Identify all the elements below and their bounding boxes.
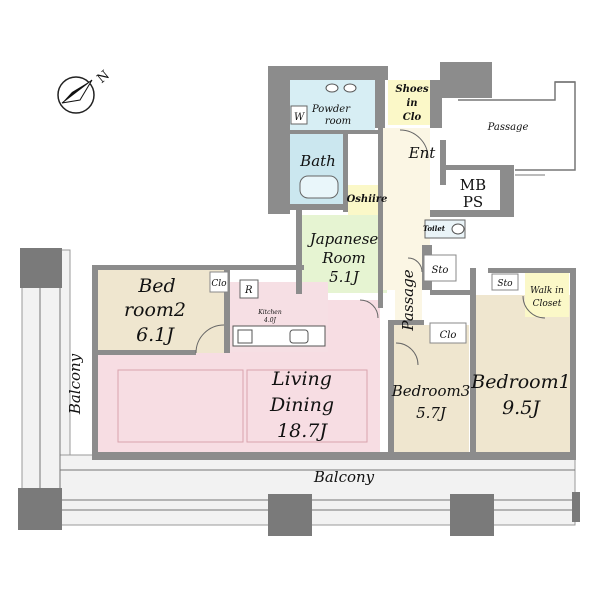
bedroom2-label-1: Bed — [137, 275, 175, 297]
balcony-area — [18, 248, 580, 536]
pillar — [450, 494, 494, 536]
bedroom1 — [476, 295, 572, 452]
clo-bedroom3-label: Clo — [440, 330, 457, 341]
japanese-room-label-3: 5.1J — [329, 268, 360, 286]
washer-box — [290, 105, 308, 125]
bedroom2-label-2: room2 — [124, 299, 186, 321]
refrigerator-label: R — [244, 285, 253, 296]
powder-room-label-1: Powder — [311, 104, 351, 115]
pillar — [18, 488, 62, 530]
basin-icon — [343, 83, 357, 93]
bathtub — [299, 175, 339, 199]
pillar — [20, 248, 62, 288]
compass: N — [57, 68, 113, 114]
inner-passage — [380, 128, 430, 320]
walk-in-closet-label-2: Closet — [533, 299, 562, 309]
dining-outline — [117, 369, 244, 443]
walk-in-closet — [525, 272, 569, 317]
shoes-label-1: Shoes — [395, 84, 429, 95]
outer-passage — [458, 81, 576, 176]
japanese-room — [302, 215, 387, 293]
sink-icon — [289, 329, 309, 344]
toilet-icon — [451, 223, 465, 235]
japanese-room-label-2: Room — [321, 249, 366, 267]
walls — [92, 62, 576, 460]
storage-box — [491, 273, 519, 291]
bath-label: Bath — [299, 152, 336, 170]
pillar — [268, 494, 312, 536]
mb-label: MB — [460, 176, 486, 194]
entrance-label: Ent — [408, 144, 437, 162]
powder-room-label-2: room — [325, 116, 351, 127]
bedroom1-label-1: Bedroom1 — [470, 371, 570, 393]
pillar — [572, 492, 580, 522]
stove-icon — [237, 329, 253, 344]
bedroom2-label-3: 6.1J — [136, 324, 175, 346]
balcony-bottom-label: Balcony — [313, 468, 375, 486]
shoes-label-2: in — [406, 98, 417, 109]
oshiire-label: Oshiire — [347, 194, 388, 205]
kitchen-label-2: 4.0J — [263, 317, 277, 324]
basin-icon — [325, 83, 339, 93]
bedroom3-label-1: Bedroom3 — [391, 382, 471, 400]
toilet-label: Toilet — [423, 224, 446, 233]
balcony-left-label: Balcony — [66, 353, 84, 415]
refrigerator-box — [239, 279, 259, 299]
compass-label: N — [94, 68, 112, 87]
closet-box — [429, 322, 467, 344]
closet-box — [209, 271, 229, 293]
bedroom3-label-2: 5.7J — [416, 404, 447, 422]
clo-bedroom2-label: Clo — [211, 279, 227, 289]
washer-label: W — [294, 112, 305, 123]
living-dining-label-2: Dining — [269, 394, 334, 416]
living-dining-label-1: Living — [271, 368, 332, 390]
japanese-room-label-1: Japanese — [307, 230, 379, 248]
storage-box — [423, 254, 457, 282]
bedroom3 — [393, 325, 469, 452]
inner-passage-label: Passage — [399, 269, 417, 331]
living-outline — [246, 369, 368, 443]
outer-passage-label: Passage — [487, 122, 529, 133]
shoes-label-3: Clo — [403, 112, 422, 123]
ps-label: PS — [463, 193, 483, 211]
sto-center-label: Sto — [432, 265, 449, 276]
bedroom1-label-2: 9.5J — [502, 397, 541, 419]
walk-in-closet-label-1: Walk in — [530, 286, 564, 296]
living-dining-label-3: 18.7J — [277, 420, 328, 442]
kitchen-label-1: Kitchen — [257, 309, 282, 316]
bedroom2 — [96, 268, 226, 353]
sto-right-label: Sto — [497, 279, 513, 289]
doors — [195, 129, 546, 366]
shoes-in-closet — [388, 80, 430, 125]
